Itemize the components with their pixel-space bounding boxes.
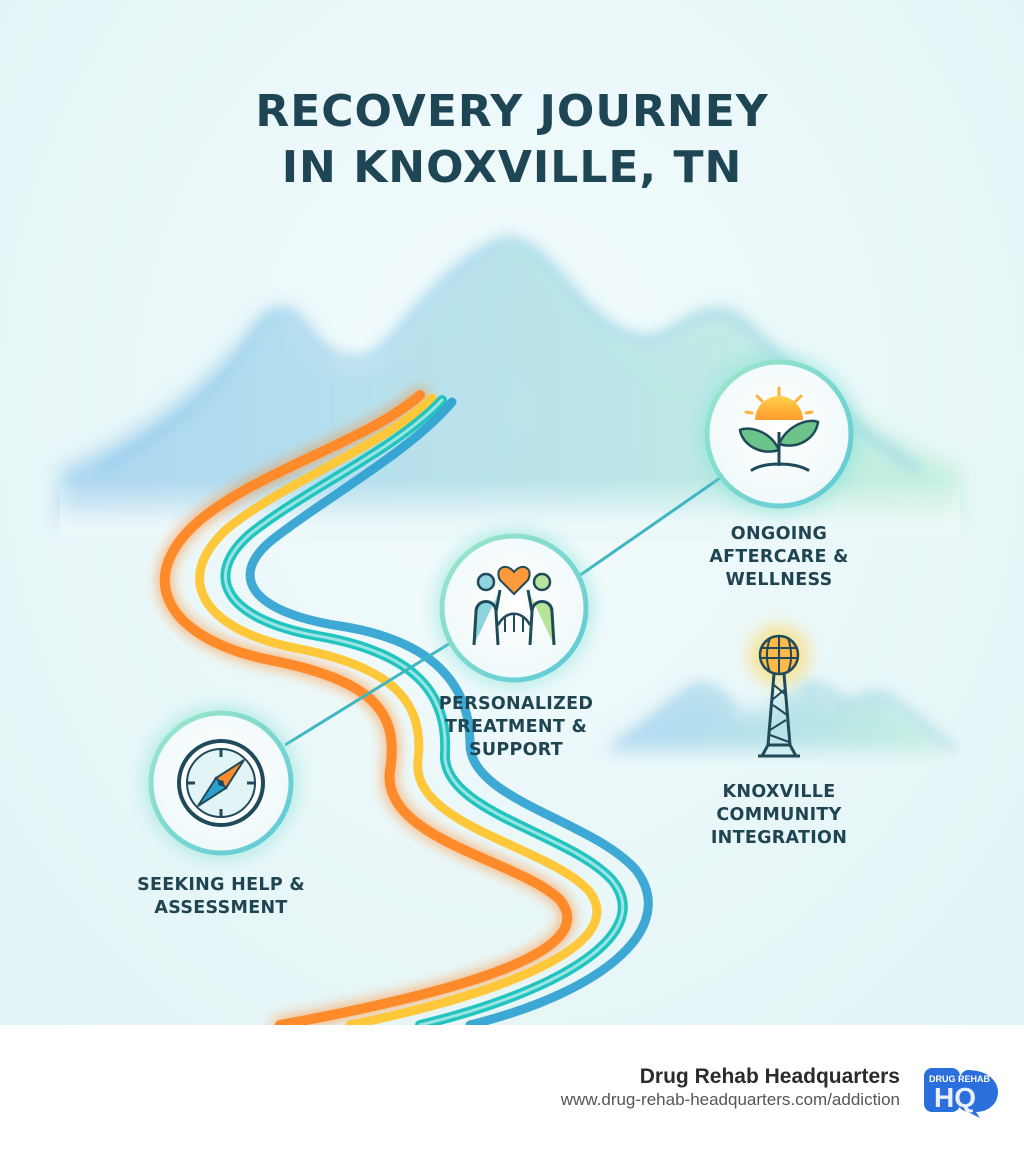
compass-icon — [177, 739, 265, 827]
step-label-line: KNOXVILLE — [722, 782, 836, 802]
step-label-seeking-help: SEEKING HELP & ASSESSMENT — [137, 874, 305, 920]
step-label-treatment: PERSONALIZED TREATMENT & SUPPORT — [439, 693, 593, 762]
title-line-1: RECOVERY JOURNEY — [255, 86, 769, 137]
milestone-aftercare — [699, 354, 859, 514]
step-label-line: COMMUNITY — [716, 805, 842, 825]
step-label-line: PERSONALIZED — [438, 694, 594, 714]
step-label-line: ASSESSMENT — [154, 898, 288, 918]
step-label-line: AFTERCARE & — [709, 547, 849, 567]
milestone-treatment — [434, 528, 594, 688]
step-label-line: ONGOING — [730, 524, 828, 544]
sunsphere-tower-icon — [749, 625, 809, 758]
brand-name: Drug Rehab Headquarters — [639, 1065, 900, 1088]
step-label-aftercare: ONGOING AFTERCARE & WELLNESS — [709, 523, 848, 592]
brand-url[interactable]: www.drug-rehab-headquarters.com/addictio… — [560, 1090, 900, 1109]
milestone-seeking-help — [143, 705, 299, 861]
title-line-2: IN KNOXVILLE, TN — [281, 142, 743, 193]
step-label-line: SEEKING HELP & — [137, 875, 305, 895]
infographic-canvas: RECOVERY JOURNEY IN KNOXVILLE, TN SEEKIN… — [0, 0, 1024, 1025]
step-label-line: SUPPORT — [468, 740, 564, 760]
step-label-community: KNOXVILLE COMMUNITY INTEGRATION — [711, 781, 847, 850]
footer: Drug Rehab Headquarters www.drug-rehab-h… — [0, 1025, 1024, 1154]
hq-logo: DRUG REHAB HQ — [924, 1068, 998, 1118]
people-heart-icon — [472, 565, 556, 646]
logo-text: DRUG REHAB — [929, 1074, 991, 1084]
logo-mark: HQ — [934, 1082, 976, 1113]
step-label-line: TREATMENT & — [444, 717, 588, 737]
journey-illustration — [60, 238, 960, 1025]
sprout-sun-icon — [738, 386, 820, 472]
step-label-line: WELLNESS — [725, 570, 833, 590]
small-mountains — [605, 684, 956, 750]
step-label-line: INTEGRATION — [710, 828, 848, 848]
milestone-connectors — [284, 476, 721, 747]
winding-path — [156, 387, 653, 1025]
